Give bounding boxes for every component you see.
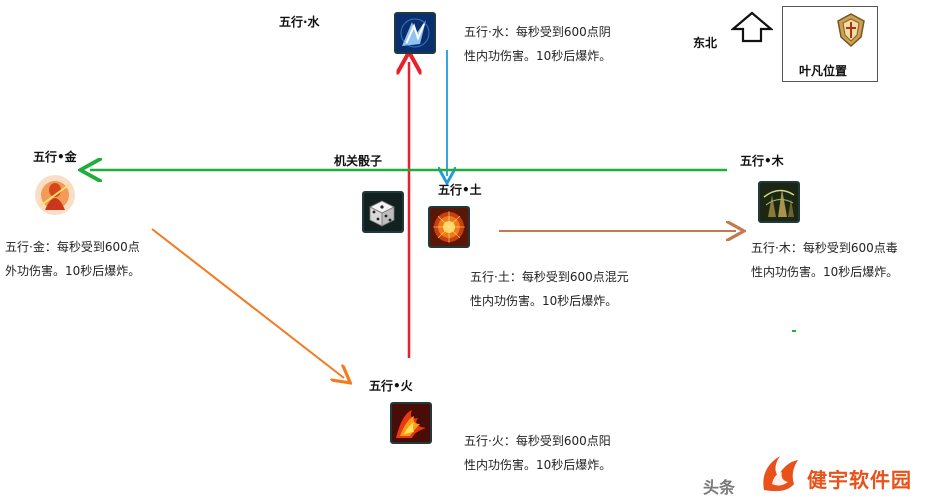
player-position-legend: 叶凡位置 <box>782 6 878 82</box>
dice-icon <box>362 191 404 233</box>
water-desc-line2: 性内功伤害。10秒后爆炸。 <box>464 49 612 63</box>
earth-title: 五行•土 <box>438 183 482 197</box>
direction-label: 东北 <box>693 36 718 50</box>
wood-desc-line1: 五行·木：每秒受到600点毒 <box>751 241 898 255</box>
fire-title: 五行•火 <box>369 379 413 393</box>
water-title: 五行·水 <box>279 15 320 29</box>
water-skill-icon <box>394 12 436 54</box>
brand-logo-icon <box>758 450 804 500</box>
player-position-label: 叶凡位置 <box>799 64 848 78</box>
metal-to-fire-arrow <box>151 228 344 378</box>
fire-desc-line1: 五行·火：每秒受到600点阳 <box>464 434 611 448</box>
metal-desc-line1: 五行·金：每秒受到600点 <box>5 240 140 254</box>
player-marker-icon <box>837 13 865 51</box>
earth-skill-icon <box>428 206 470 248</box>
wood-desc-line2: 性内功伤害。10秒后爆炸。 <box>751 265 899 279</box>
water-desc-line1: 五行·水：每秒受到600点阴 <box>464 25 611 39</box>
fire-skill-icon <box>390 402 432 444</box>
fire-desc-line2: 性内功伤害。10秒后爆炸。 <box>464 458 612 472</box>
earth-desc-line1: 五行·土：每秒受到600点混元 <box>470 270 629 284</box>
metal-skill-icon <box>32 172 78 222</box>
small-green-mark <box>792 330 796 332</box>
dice-title: 机关骰子 <box>334 154 383 168</box>
wood-title: 五行•木 <box>740 154 784 168</box>
wood-skill-icon <box>758 181 800 223</box>
earth-desc-line2: 性内功伤害。10秒后爆炸。 <box>470 294 618 308</box>
metal-desc-line2: 外功伤害。10秒后爆炸。 <box>5 264 141 278</box>
watermark-brand: 健宇软件园 <box>807 468 912 492</box>
watermark-platform: 头条 <box>703 478 736 497</box>
up-arrow-icon <box>729 11 775 47</box>
metal-title: 五行•金 <box>33 150 77 164</box>
